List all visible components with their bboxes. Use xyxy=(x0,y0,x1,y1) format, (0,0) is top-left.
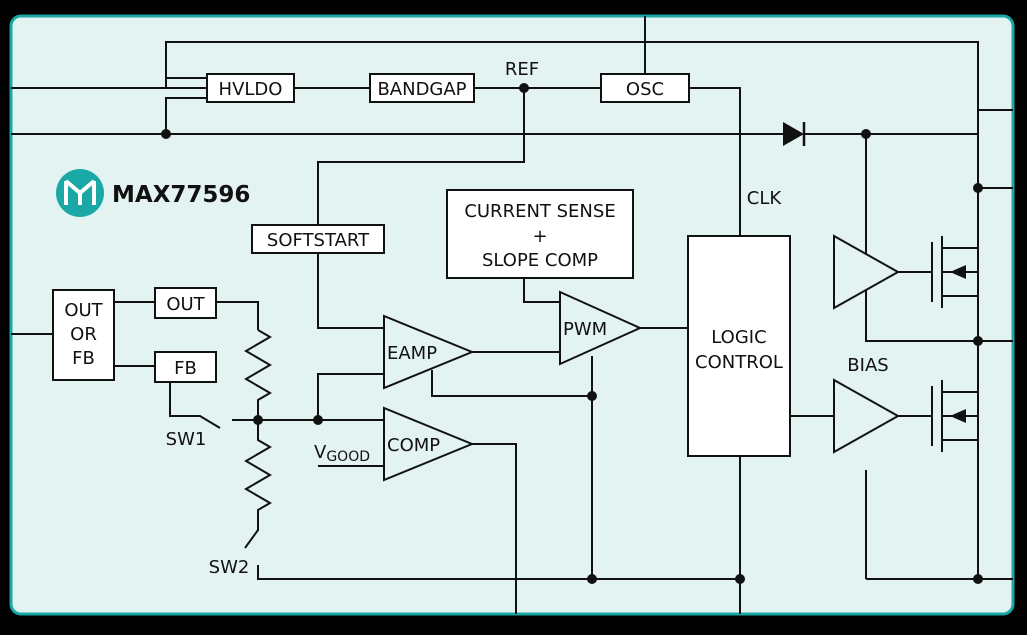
osc-label: OSC xyxy=(626,79,664,100)
logic-control-block xyxy=(687,235,791,457)
out-or-fb-block xyxy=(52,289,115,381)
clk-label: CLK xyxy=(747,188,783,209)
eamp-amplifier xyxy=(383,314,475,390)
fb-label: FB xyxy=(174,358,197,379)
out-label: OUT xyxy=(166,294,205,315)
pwm-label: PWM xyxy=(563,319,607,340)
comp-label: COMP xyxy=(387,435,440,456)
current-sense-line3: SLOPE COMP xyxy=(482,250,598,271)
current-sense-block xyxy=(446,189,634,279)
out-block xyxy=(154,287,217,319)
softstart-block xyxy=(251,224,385,254)
bandgap-block xyxy=(369,73,475,103)
ref-label: REF xyxy=(505,59,539,80)
junction-dots xyxy=(161,83,983,584)
osc-block xyxy=(600,73,690,103)
softstart-label: SOFTSTART xyxy=(267,230,370,251)
logic-control-line1: LOGIC xyxy=(711,327,766,348)
current-sense-line1: CURRENT SENSE xyxy=(464,201,615,222)
out-or-fb-line3: FB xyxy=(72,348,95,369)
maxim-logo-icon xyxy=(56,169,104,217)
diagram-panel xyxy=(9,14,1015,616)
hvldo-label: HVLDO xyxy=(219,79,283,100)
logic-control-line2: CONTROL xyxy=(695,352,783,373)
vgood-sub: GOOD xyxy=(326,449,370,465)
product-name: MAX77596 xyxy=(112,182,250,208)
lower-gate-driver xyxy=(833,378,901,454)
pwm-amplifier xyxy=(559,290,643,366)
out-or-fb-line1: OUT xyxy=(64,300,103,321)
eamp-label: EAMP xyxy=(387,343,437,364)
upper-gate-driver xyxy=(833,234,901,310)
comp-amplifier xyxy=(383,406,475,482)
current-sense-line2: + xyxy=(532,226,547,247)
fb-block xyxy=(154,351,217,383)
vgood-main: V xyxy=(314,442,327,463)
lower-mosfet-arrow-icon xyxy=(950,409,966,423)
sw2-label: SW2 xyxy=(209,557,250,578)
wires xyxy=(11,16,1013,614)
out-or-fb-line2: OR xyxy=(70,324,97,345)
vgood-label: VGOOD xyxy=(314,442,370,465)
sw1-label: SW1 xyxy=(166,429,207,450)
bias-label: BIAS xyxy=(847,355,888,376)
bandgap-label: BANDGAP xyxy=(377,79,466,100)
diode-icon xyxy=(783,122,806,146)
hvldo-block xyxy=(206,73,295,103)
upper-mosfet-arrow-icon xyxy=(950,265,966,279)
